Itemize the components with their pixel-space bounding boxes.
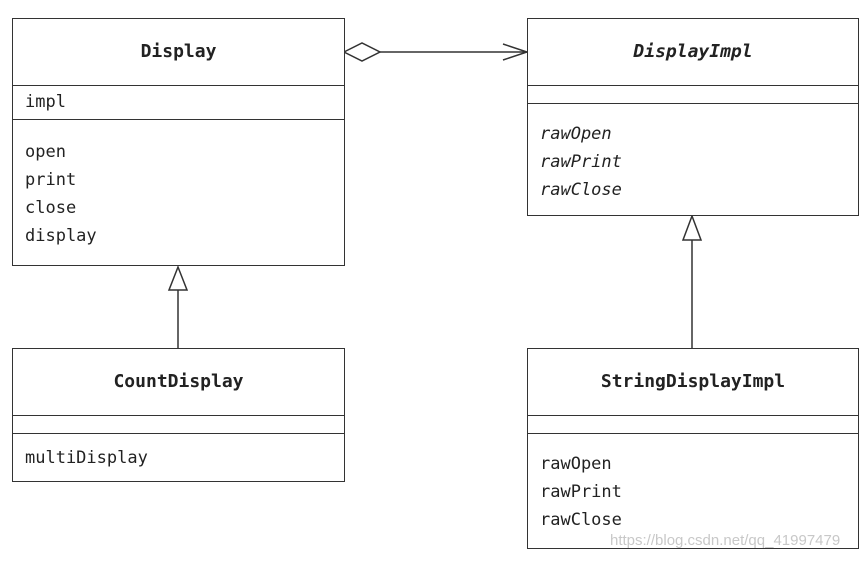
class-name: CountDisplay — [113, 371, 244, 392]
method-raw-open: rawOpen — [540, 124, 612, 144]
class-display-impl[interactable]: DisplayImpl rawOpen rawPrint rawClose — [527, 18, 859, 216]
aggregation-diamond — [342, 42, 382, 62]
class-name: Display — [140, 41, 217, 62]
field-impl: impl — [25, 92, 66, 112]
class-display[interactable]: Display impl open print close display — [12, 18, 345, 266]
inheritance-connector-left — [167, 264, 189, 348]
methods-section: rawOpen rawPrint rawClose — [528, 433, 858, 548]
method-display: display — [25, 226, 97, 246]
fields-section — [528, 85, 858, 119]
inheritance-connector-right — [681, 213, 703, 348]
method-print: print — [25, 170, 77, 190]
fields-section: impl — [13, 85, 344, 119]
method-multi-display: multiDisplay — [25, 448, 148, 468]
method-raw-print: rawPrint — [540, 152, 622, 172]
inheritance-triangle — [681, 213, 703, 241]
method-close: close — [25, 198, 77, 218]
class-string-display-impl[interactable]: StringDisplayImpl rawOpen rawPrint rawCl… — [527, 348, 859, 549]
class-count-display[interactable]: CountDisplay multiDisplay — [12, 348, 345, 482]
inheritance-triangle — [167, 264, 189, 291]
aggregation-connector — [342, 42, 530, 62]
class-name: StringDisplayImpl — [600, 371, 786, 392]
methods-section: multiDisplay — [13, 433, 344, 481]
methods-section: rawOpen rawPrint rawClose — [528, 103, 858, 215]
method-raw-open: rawOpen — [540, 454, 612, 474]
fields-section — [13, 415, 344, 433]
methods-section: open print close display — [13, 119, 344, 265]
watermark: https://blog.csdn.net/qq_41997479 — [610, 532, 841, 549]
method-open: open — [25, 142, 66, 162]
class-name: DisplayImpl — [633, 41, 753, 62]
method-raw-close: rawClose — [540, 180, 622, 200]
method-raw-close: rawClose — [540, 510, 622, 530]
method-raw-print: rawPrint — [540, 482, 622, 502]
fields-section — [528, 415, 858, 433]
